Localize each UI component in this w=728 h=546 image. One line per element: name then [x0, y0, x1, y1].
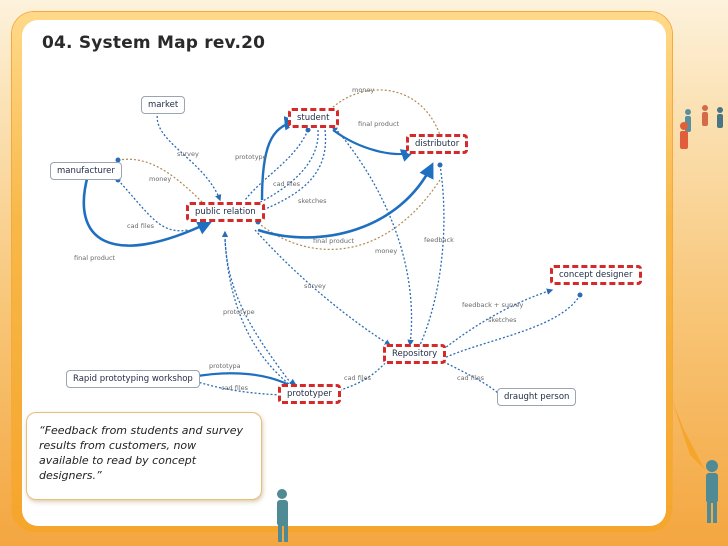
edge-label-cad-files: cad files [457, 374, 485, 382]
edge-prototype-to-prototyper [224, 239, 291, 386]
edge-money-top [329, 89, 441, 136]
person-icon [717, 107, 723, 128]
edge-label-cad-files: cad files [221, 384, 249, 392]
connector-dots [115, 125, 583, 393]
edge-label-sketches: sketches [488, 316, 517, 324]
edge-label-survey: survey [304, 282, 326, 290]
edge-public-survey-repo [254, 229, 392, 346]
edge-label-survey: survey [177, 150, 199, 158]
node-rapid-prototyping-workshop[interactable]: Rapid prototyping workshop [66, 370, 200, 388]
node-concept-designer[interactable]: concept designer [550, 265, 642, 285]
edge-label-prototypa: prototypa [209, 362, 241, 370]
edge-label-money: money [375, 247, 398, 255]
edge-student-to-repository [334, 127, 414, 347]
edge-label-money: money [352, 86, 375, 94]
node-market[interactable]: market [141, 96, 186, 114]
edge-prototyper-to-public [221, 230, 297, 391]
edge-money-center [254, 179, 441, 251]
edge-market-to-public [156, 111, 222, 202]
edge-label-feedback: feedback [424, 236, 454, 244]
edge-label-final-product: final product [313, 237, 355, 245]
edge-label-prototype: prototype [223, 308, 255, 316]
edge-money-left [117, 158, 206, 206]
quote-callout: “Feedback from students and survey resul… [26, 412, 262, 500]
node-manufacturer[interactable]: manufacturer [50, 162, 122, 180]
edge-label-money: money [149, 175, 172, 183]
edge-label-prototype: prototype [235, 153, 267, 161]
node-repository[interactable]: Repository [383, 344, 447, 364]
edge-student-sketches [257, 129, 327, 213]
edge-student-to-distributor [332, 129, 415, 162]
edge-public-to-distributor [257, 162, 434, 239]
edge-label-cad-files: cad files [127, 222, 155, 230]
node-student[interactable]: student [288, 108, 339, 128]
edge-label-sketches: sketches [298, 197, 327, 205]
node-prototyper[interactable]: prototyper [278, 384, 341, 404]
edge-repo-to-concept [439, 288, 554, 353]
node-draught-person[interactable]: draught person [497, 388, 577, 406]
page-title: 04. System Map rev.20 [42, 33, 266, 53]
edge-repo-to-draught [439, 359, 501, 396]
edge-public-to-student [260, 116, 299, 201]
node-public-relation[interactable]: public relation [186, 202, 265, 222]
edge-label-final-product: final product [358, 120, 400, 128]
edge-label-feedback-survey: feedback + survey [462, 301, 524, 309]
edge-label-cad-files: cad files [344, 374, 372, 382]
person-icon [680, 122, 688, 149]
node-distributor[interactable]: distributor [406, 134, 469, 154]
edge-label-final-product: final product [74, 254, 116, 262]
edge-label-cad-files: cad files [273, 180, 301, 188]
person-icon [706, 460, 718, 523]
person-icon [277, 489, 288, 542]
person-icon [702, 105, 708, 126]
edge-manufacturer-to-public [82, 174, 213, 247]
edge-distributor-feedback [419, 164, 445, 346]
edge-manufacturer-cadfiles [117, 179, 189, 232]
edge-student-cadfiles [254, 129, 319, 206]
edge-student-to-public-proto [244, 129, 309, 201]
